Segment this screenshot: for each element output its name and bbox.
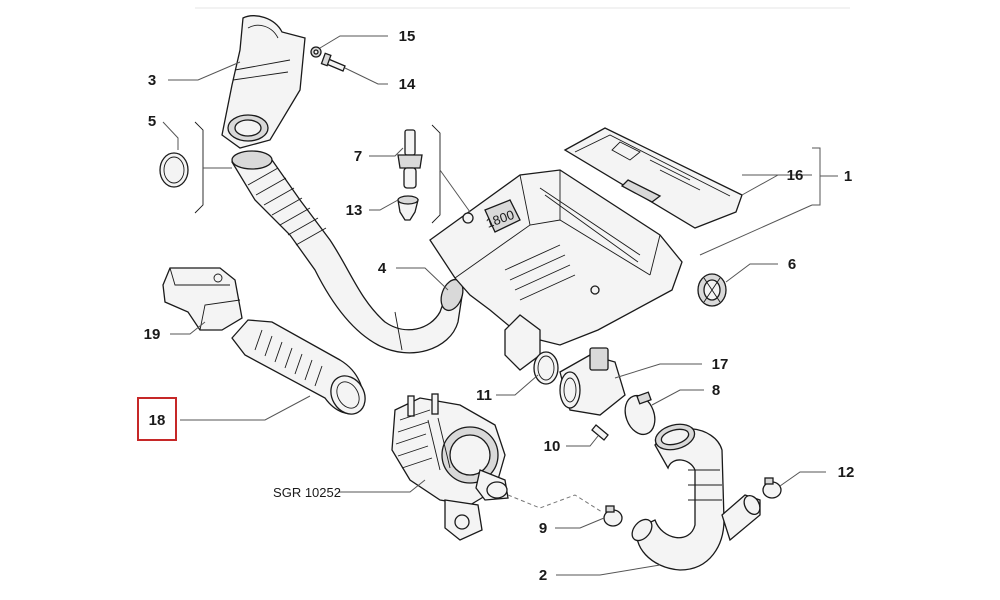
- label-part-14[interactable]: 14: [399, 76, 416, 93]
- drawing-code: SGR 10252: [273, 485, 341, 500]
- label-part-7[interactable]: 7: [354, 148, 362, 165]
- label-part-19[interactable]: 19: [144, 326, 161, 343]
- label-part-6[interactable]: 6: [788, 256, 796, 273]
- bracket-16-1: [812, 147, 821, 206]
- part-5-o-ring: [159, 152, 189, 188]
- label-part-4[interactable]: 4: [378, 260, 387, 277]
- label-part-5[interactable]: 5: [148, 113, 156, 130]
- part-19-rectangular-elbow: [162, 267, 243, 331]
- part-2-outlet-hose: [631, 423, 761, 571]
- part-13-grommet: [397, 195, 419, 221]
- part-9-clamp: [603, 505, 623, 527]
- part-11-gasket: [533, 351, 559, 385]
- part-7-connector: [397, 129, 423, 189]
- part-16-filter-element: [563, 127, 743, 229]
- part-1-air-filter-housing: 1800: [429, 169, 683, 371]
- dashed-connection: [507, 494, 603, 513]
- label-part-17[interactable]: 17: [712, 356, 729, 373]
- highlight-box-part-18: [137, 397, 177, 441]
- label-part-9[interactable]: 9: [539, 520, 547, 537]
- label-part-2[interactable]: 2: [539, 567, 547, 584]
- label-part-18[interactable]: 18: [149, 412, 166, 429]
- label-part-3[interactable]: 3: [148, 72, 156, 89]
- part-14-bolt: [320, 52, 346, 72]
- label-part-13[interactable]: 13: [346, 202, 363, 219]
- part-3-elbow-duct: [221, 15, 306, 149]
- leader-lines: [162, 35, 838, 576]
- part-8-hose-clamp: [624, 391, 656, 436]
- label-part-15[interactable]: 15: [399, 28, 416, 45]
- label-part-8[interactable]: 8: [712, 382, 720, 399]
- sgr-10252-assembly: [391, 393, 509, 541]
- label-part-11[interactable]: 11: [476, 387, 492, 404]
- part-15-washer: [310, 46, 322, 58]
- label-part-12[interactable]: 12: [838, 464, 855, 481]
- part-18-corrugated-duct: [231, 319, 366, 415]
- part-17-air-mass-meter: [559, 347, 626, 416]
- bracket-5: [194, 121, 204, 214]
- label-part-1[interactable]: 1: [844, 168, 852, 185]
- part-12-clamp: [762, 477, 782, 499]
- label-part-10[interactable]: 10: [544, 438, 561, 455]
- part-6-rubber-plug: [697, 273, 727, 307]
- label-part-16[interactable]: 16: [787, 167, 804, 184]
- bracket-7-13: [431, 124, 441, 224]
- part-10-screw: [591, 424, 609, 441]
